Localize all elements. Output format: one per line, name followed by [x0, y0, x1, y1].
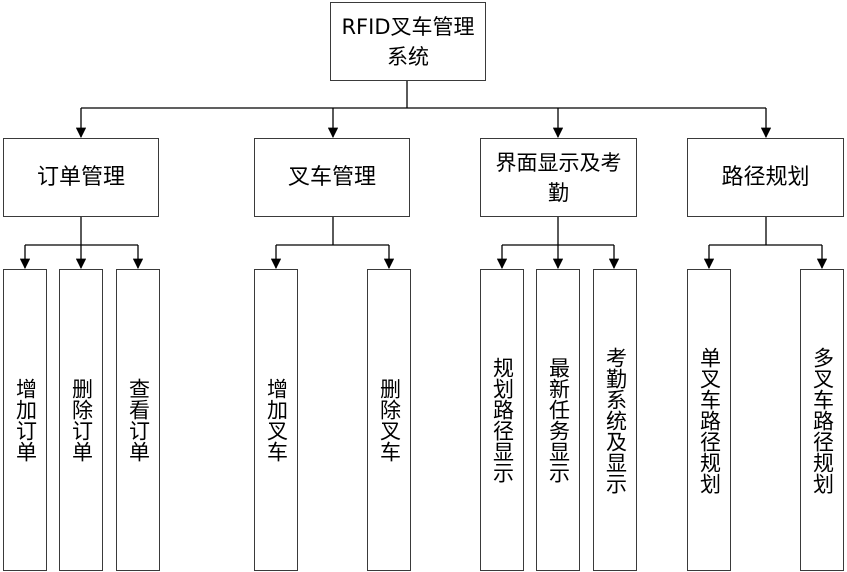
module-label: 界面显示及考勤: [495, 150, 622, 205]
leaf-label: 多叉车路径规划: [810, 346, 835, 494]
leaf-label: 最新任务显示: [546, 357, 571, 483]
leaf-add-forklift: 增加叉车: [254, 269, 298, 571]
leaf-delete-forklift: 删除叉车: [367, 269, 411, 571]
leaf-single-forklift-path: 单叉车路径规划: [687, 269, 731, 571]
module-label: 路径规划: [721, 164, 810, 190]
module-forklift-management: 叉车管理: [254, 138, 410, 217]
leaf-label: 规划路径显示: [490, 357, 515, 483]
leaf-label: 增加叉车: [264, 378, 289, 462]
leaf-label: 增加订单: [13, 378, 38, 462]
root-label: RFID叉车管理系统: [341, 14, 475, 69]
leaf-latest-task-display: 最新任务显示: [536, 269, 580, 571]
root-node: RFID叉车管理系统: [330, 2, 486, 81]
leaf-label: 考勤系统及显示: [603, 346, 628, 494]
module-order-management: 订单管理: [3, 138, 159, 217]
leaf-label: 删除订单: [69, 378, 94, 462]
leaf-label: 查看订单: [126, 378, 151, 462]
leaf-delete-order: 删除订单: [59, 269, 103, 571]
module-label: 叉车管理: [287, 164, 376, 190]
module-display-attendance: 界面显示及考勤: [480, 138, 637, 217]
module-label: 订单管理: [36, 164, 125, 190]
leaf-add-order: 增加订单: [3, 269, 47, 571]
leaf-multi-forklift-path: 多叉车路径规划: [800, 269, 844, 571]
leaf-path-display: 规划路径显示: [480, 269, 524, 571]
leaf-view-order: 查看订单: [116, 269, 160, 571]
module-path-planning: 路径规划: [687, 138, 844, 217]
leaf-attendance-display: 考勤系统及显示: [593, 269, 637, 571]
leaf-label: 单叉车路径规划: [697, 346, 722, 494]
leaf-label: 删除叉车: [377, 378, 402, 462]
